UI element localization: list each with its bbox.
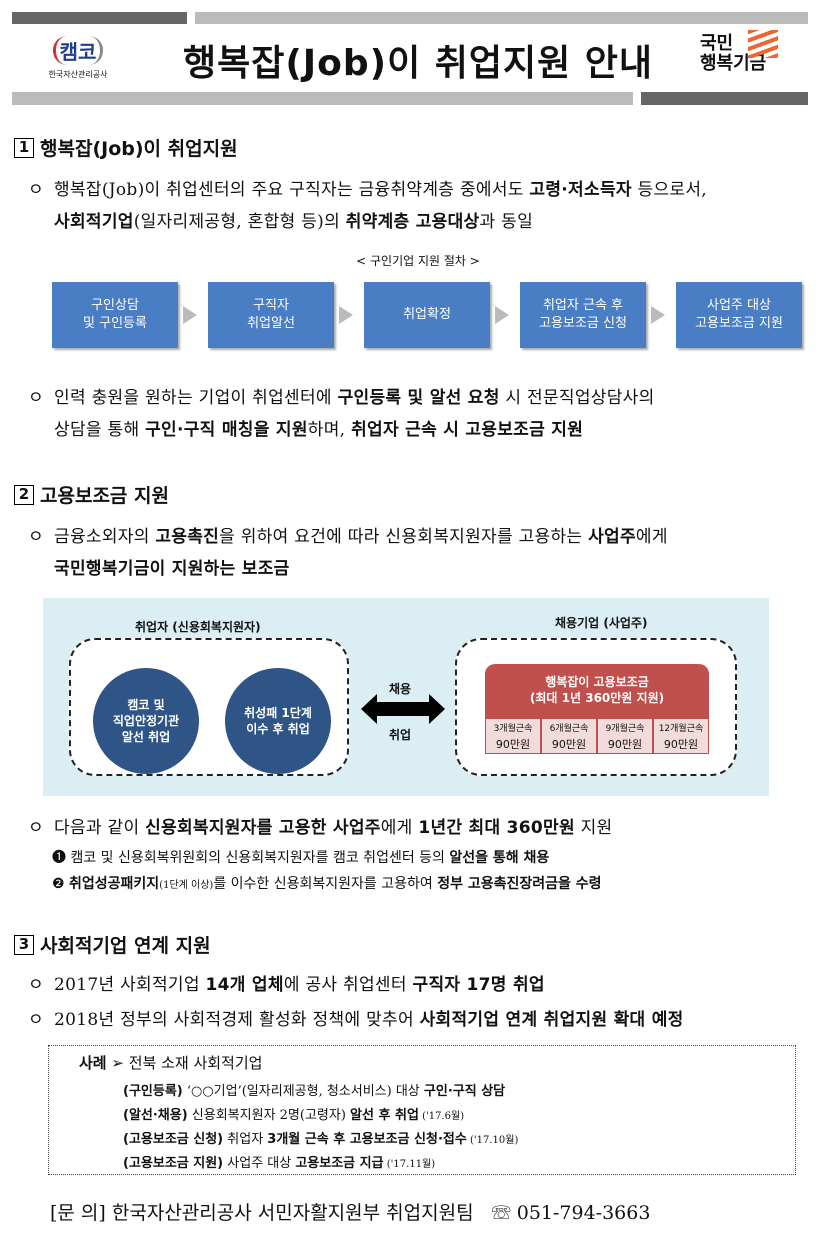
text-segment: (구인등록) [123,1084,183,1099]
process-flow: 구인상담 및 구인등록 구직자 취업알선 취업확정 취업자 근속 후 고용보조금 신청… [52,282,802,348]
flow-step: 구직자 취업알선 [208,282,334,348]
text-segment: 1년간 최대 360만원 [418,818,575,838]
header-bar-top [12,12,808,24]
flow-step: 취업자 근속 후 고용보조금 신청 [520,282,646,348]
text-segment: 구인등록 및 알선 요청 [337,388,500,408]
text-segment: 알선을 통해 채용 [449,850,550,866]
text-segment: 다음과 같이 [54,818,146,838]
text-segment: ❶ [52,850,71,866]
arrow-right-icon [495,306,517,324]
text-segment: 취업자 근속 시 고용보조금 지원 [351,420,584,440]
text-segment: 에 공사 취업센터 [283,975,413,995]
text-segment: 구직자 17명 취업 [412,975,545,995]
phone-number: ☏ 051-794-3663 [491,1202,651,1224]
circle-package: 취성패 1단계 이수 후 취업 [225,668,331,774]
text-segment: 신용회복지원자 2명(고령자) [187,1108,351,1123]
page-title: 행복잡(Job)이 취업지원 안내 [182,43,654,84]
s2-note-1: ❶ 캠코 및 신용회복위원회의 신용회복지원자를 캠코 취업센터 등의 알선을 … [52,845,549,871]
flow-step: 취업확정 [364,282,490,348]
text-segment: 금융소외자의 [54,527,156,547]
text-segment: 2017년 사회적기업 [54,975,206,995]
text-segment: 사회적기업 연계 취업지원 확대 예정 [419,1010,684,1030]
text-segment: 취약계층 고용대상 [345,212,480,232]
text-segment: 3개월 근속 후 고용보조금 신청·접수 [267,1132,467,1147]
text-segment: 정부 고용촉진장려금을 수령 [437,876,602,892]
text-segment: ➢ 전북 소재 사회적기업 [106,1054,263,1072]
arrow-right-icon [651,306,673,324]
text-segment: ('17.10월) [466,1135,519,1146]
text-segment: (알선·채용) [123,1108,188,1123]
s2-note-2: ❷ 취업성공패키지(1단계 이상)를 이수한 신용회복지원자를 고용하여 정부 … [52,871,602,899]
text-segment: 사례 [79,1054,107,1072]
text-segment: 하며, [307,420,352,440]
text-segment: 과 동일 [479,212,534,232]
contact-footer: [문 의] 한국자산관리공사 서민자활지원부 취업지원팀 ☏ 051-794-3… [50,1202,651,1224]
text-segment: (일자리제공형, 혼합형 등)의 [133,212,346,232]
text-segment: 상담을 통해 [54,420,146,440]
arrow-right-icon [183,306,205,324]
text-segment: 구인·구직 매칭을 지원 [145,420,308,440]
circle-kamco: 캠코 및 직업안정기관 알선 취업 [93,668,199,774]
double-arrow-icon [361,694,445,724]
arrow-right-icon [339,306,361,324]
text-segment: 지원 [574,818,613,838]
text-segment: 구인·구직 상담 [423,1084,506,1099]
text-segment: 취업자 [223,1132,268,1147]
text-segment: ❷ [52,876,70,892]
case-example-box: 사례 ➢ 전북 소재 사회적기업 (구인등록) ‘○○기업’(일자리제공형, 청… [48,1045,796,1175]
text-segment: 알선 후 취업 [350,1108,419,1123]
text-segment: ‘○○기업’(일자리제공형, 청소서비스) 대상 [182,1084,424,1099]
flow-step: 사업주 대상 고용보조금 지원 [676,282,802,348]
text-segment: 국민행복기금이 지원하는 보조금 [54,559,290,579]
text-segment: 사업주 대상 [223,1156,296,1171]
subsidy-diagram: 취업자 (신용회복지원자) 채용기업 (사업주) 캠코 및 직업안정기관 알선 … [43,598,769,796]
text-segment: 고용촉진 [155,527,220,547]
text-segment: 에게 [380,818,419,838]
text-segment: 등으로서, [631,180,707,200]
text-segment: (고용보조금 신청) [123,1132,224,1147]
text-segment: (고용보조금 지원) [123,1156,224,1171]
text-segment: (1단계 이상) [159,880,214,891]
text-segment: 시 전문직업상담사의 [499,388,655,408]
flow-step: 구인상담 및 구인등록 [52,282,178,348]
text-segment: 를 이수한 신용회복지원자를 고용하여 [213,876,438,892]
text-segment: 캠코 및 신용회복위원회의 신용회복지원자를 캠코 취업센터 등의 [70,850,450,866]
text-segment: 신용회복지원자를 고용한 사업주 [145,818,381,838]
text-segment: 취업성공패키지 [69,876,160,892]
text-segment: 에게 [635,527,668,547]
text-segment: ('17.11월) [383,1159,436,1170]
text-segment: 14개 업체 [205,975,284,995]
header-bar-bottom [12,92,808,105]
text-segment: 사업주 [588,527,636,547]
flow-caption: < 구인기업 지원 절차 > [356,254,480,268]
text-segment: 고용보조금 지급 [295,1156,384,1171]
text-segment: 을 위하여 요건에 따라 신용회복지원자를 고용하는 [219,527,589,547]
text-segment: 고령·저소득자 [529,180,632,200]
text-segment: 행복잡(Job)이 취업센터의 주요 구직자는 금융취약계층 중에서도 [54,180,530,200]
text-segment: 사회적기업 [54,212,134,232]
text-segment: 인력 충원을 원하는 기업이 취업센터에 [54,388,338,408]
text-segment: 2018년 정부의 사회적경제 활성화 정책에 맞추어 [54,1010,420,1030]
text-segment: ('17.6월) [418,1111,465,1122]
